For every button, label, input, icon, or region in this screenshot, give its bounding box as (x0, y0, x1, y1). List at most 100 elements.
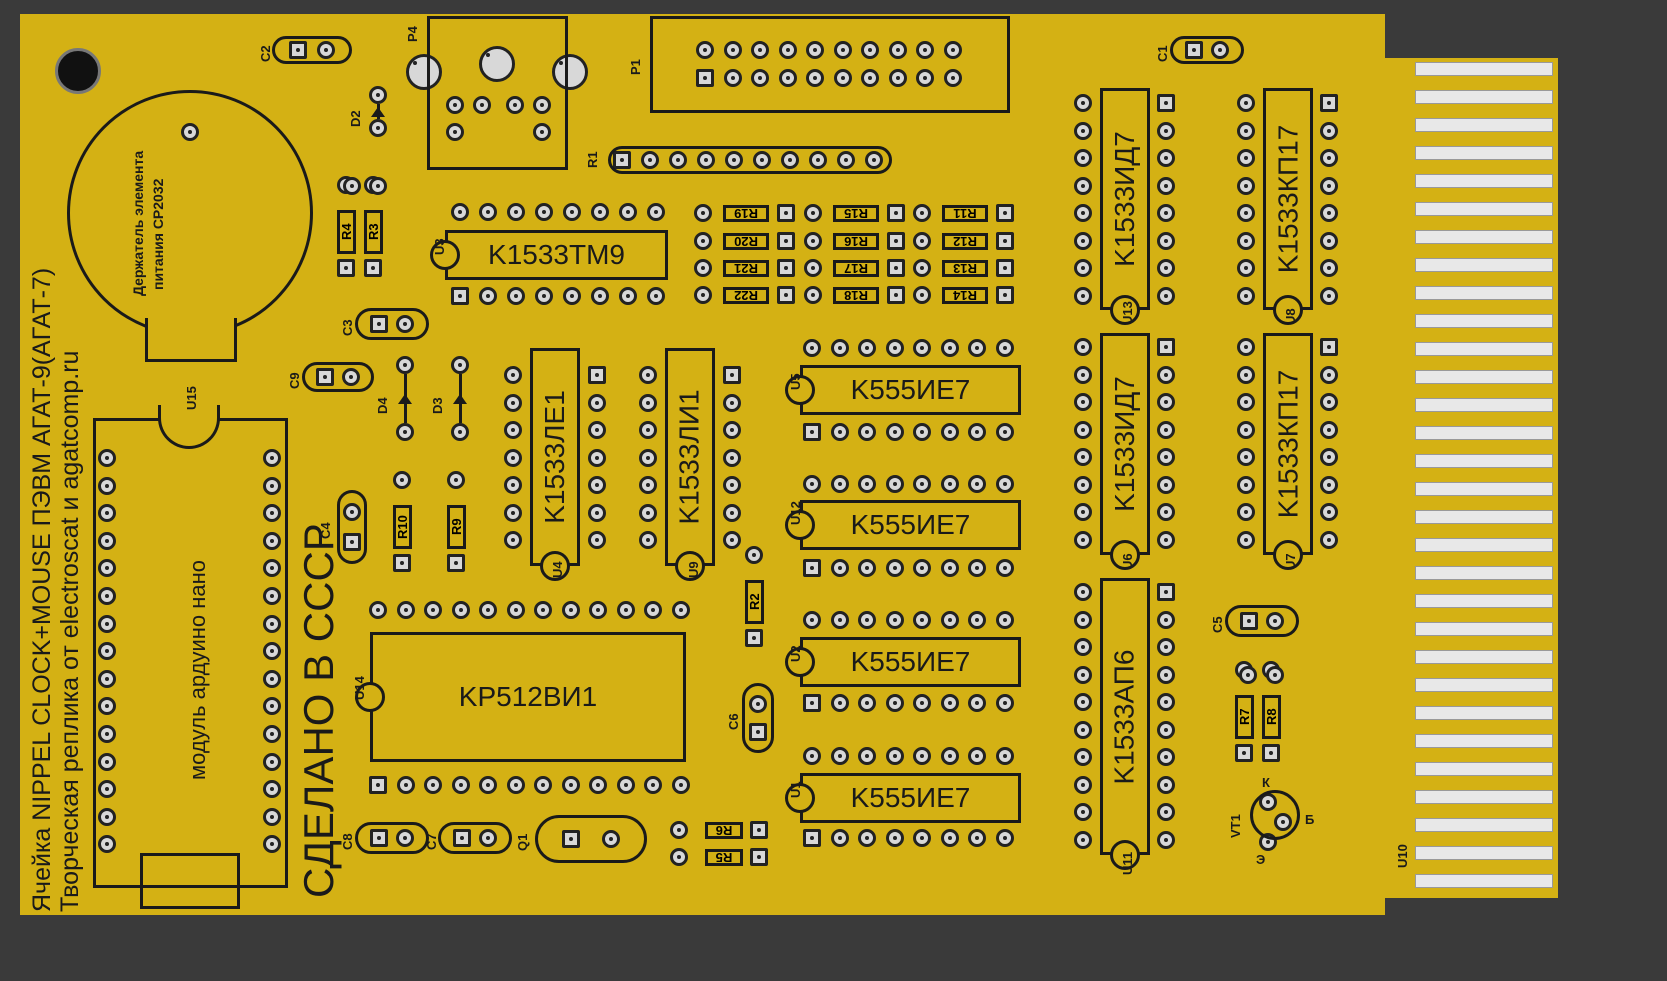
pad (473, 96, 491, 114)
pad (316, 368, 335, 386)
mounting-hole (55, 48, 101, 94)
pad (968, 747, 986, 765)
edge-finger (1415, 678, 1553, 692)
ic-label: K1533TM9 (488, 239, 625, 270)
pad (504, 421, 522, 439)
pad (616, 776, 635, 794)
pad (1320, 149, 1338, 167)
pad (263, 531, 281, 550)
pad (996, 286, 1014, 304)
pad (588, 531, 606, 549)
jack-pad (479, 46, 515, 82)
pad (913, 611, 931, 629)
pad (263, 780, 281, 799)
pad (639, 421, 657, 439)
pad (1157, 530, 1175, 549)
pad (1157, 720, 1175, 739)
pad (263, 697, 281, 716)
pad (1074, 830, 1092, 849)
pad (1074, 775, 1092, 794)
arduino-label: модуль ардуино нано (185, 560, 210, 780)
pad (424, 601, 442, 619)
pad (369, 776, 387, 794)
pad (833, 41, 852, 59)
pad (723, 531, 741, 549)
pad (507, 287, 525, 305)
resistor-r13: R13 (942, 260, 988, 277)
pad (1320, 176, 1338, 195)
board-subtitle: Творческая реплика от electroscat и agat… (56, 350, 84, 912)
pad (861, 69, 879, 87)
pad (803, 694, 821, 712)
edge-finger (1415, 622, 1553, 636)
pad (723, 421, 741, 439)
pad (697, 151, 715, 169)
pad (830, 829, 849, 847)
pad (616, 601, 635, 619)
pad (1262, 744, 1280, 762)
pad (1320, 94, 1338, 112)
pad (506, 776, 525, 794)
pad (535, 287, 553, 305)
pad (98, 587, 116, 605)
pad (1074, 94, 1092, 112)
pad (1239, 666, 1257, 684)
edge-finger (1415, 314, 1553, 328)
pad (479, 776, 497, 794)
edge-finger (1415, 538, 1553, 552)
capacitor-ref: C1 (1155, 45, 1170, 62)
pad (940, 423, 959, 441)
ic-notch (1110, 295, 1140, 325)
ic-label: K555ИЕ7 (850, 782, 971, 813)
ic-notch (785, 510, 815, 540)
pad (1074, 803, 1092, 821)
vt1-b: Б (1305, 812, 1315, 827)
pad (1184, 41, 1203, 59)
pad (588, 421, 606, 439)
pad (589, 601, 607, 619)
pad (940, 747, 959, 765)
capacitor-ref: C7 (424, 833, 439, 850)
pad (858, 747, 876, 765)
capacitor-ref: C2 (258, 45, 273, 62)
resistor-r16: R16 (833, 233, 879, 250)
resistor-r3: R3 (364, 210, 383, 254)
pad (641, 151, 659, 169)
pad (479, 203, 497, 221)
ic-ref: U8 (1283, 308, 1298, 325)
resistor-r6: R6 (705, 822, 743, 839)
pad (885, 339, 904, 357)
pad (830, 747, 849, 765)
ic-u2: K555ИЕ7 (800, 637, 1021, 687)
pad (943, 41, 962, 59)
pad (396, 315, 415, 333)
pad (1320, 475, 1338, 494)
pad (751, 69, 769, 87)
pad (1157, 503, 1175, 521)
pad (1157, 393, 1175, 411)
pad (452, 829, 471, 847)
edge-finger (1415, 482, 1553, 496)
pad (1157, 748, 1175, 766)
pad (446, 96, 464, 114)
resistor-r17: R17 (833, 260, 879, 277)
pad (263, 504, 281, 523)
pad (858, 611, 876, 629)
pad (1237, 121, 1255, 140)
pad (98, 725, 116, 743)
pad (1074, 720, 1092, 739)
pad (1157, 693, 1175, 711)
resistor-r4: R4 (337, 210, 356, 254)
pad (504, 503, 522, 522)
pad (806, 69, 824, 87)
ic-ref: U4 (550, 561, 565, 578)
pad (745, 546, 763, 564)
ic-u6: K1533ИД7 (1100, 333, 1150, 555)
pad (1157, 803, 1175, 821)
pad (393, 554, 411, 572)
pad (396, 829, 415, 847)
ic-label: K1533ЛЕ1 (539, 390, 570, 524)
pad (1157, 204, 1175, 222)
pad (396, 423, 414, 441)
resistor-r8: R8 (1262, 695, 1281, 739)
